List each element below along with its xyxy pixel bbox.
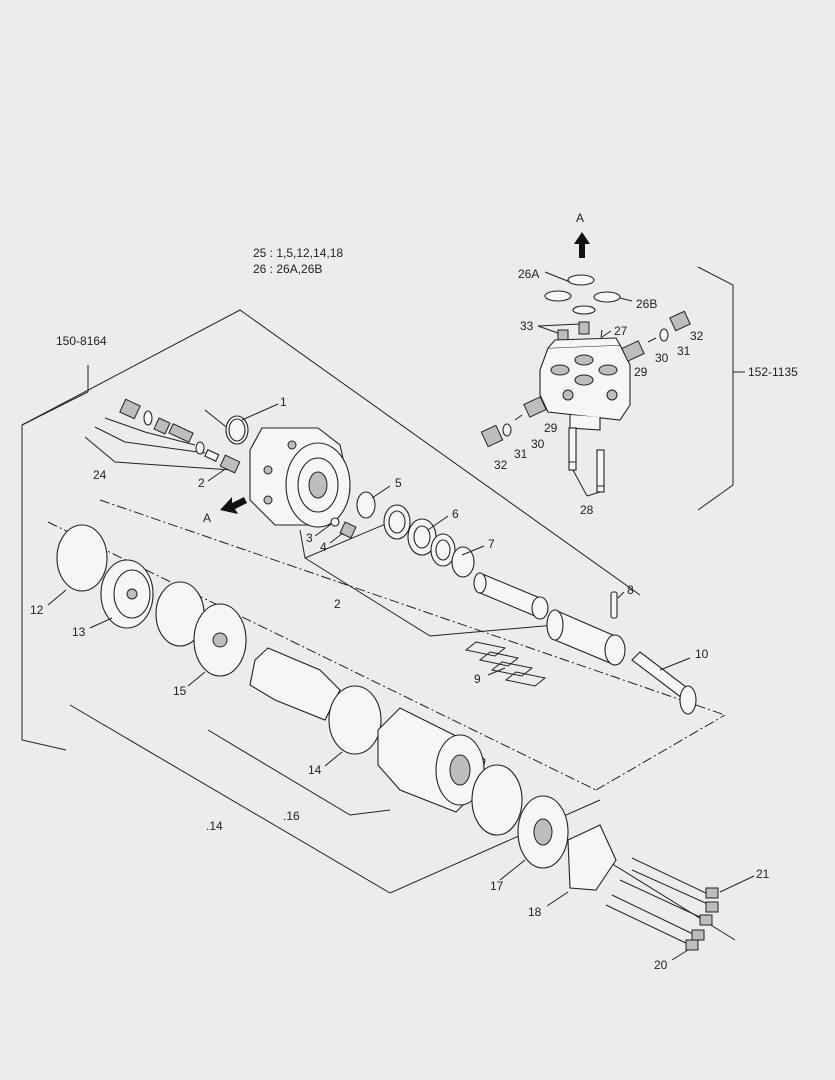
arrow-a-side-icon — [220, 497, 247, 514]
callout-14-lower: .14 — [206, 819, 223, 833]
callout-31-left: 31 — [514, 447, 528, 461]
assembly-label-main: 150-8164 — [56, 334, 107, 348]
callout-31-right: 31 — [677, 344, 691, 358]
cap-26b — [593, 291, 621, 303]
assembly-axis — [47, 499, 726, 791]
callout-30-right: 30 — [655, 351, 669, 365]
callout-6: 6 — [452, 507, 459, 521]
valve-block-assembly — [480, 232, 691, 493]
callout-14-upper: 14 — [308, 763, 322, 777]
callout-26b: 26B — [636, 297, 657, 311]
callout-24: 24 — [93, 468, 107, 482]
callout-18: 18 — [528, 905, 542, 919]
assembly-label-valve-block: 152-1135 — [748, 365, 798, 379]
callout-26a: 26A — [518, 267, 539, 281]
seal-12 — [56, 524, 108, 592]
callout-1: 1 — [280, 395, 287, 409]
arrow-a-top-label: A — [576, 211, 584, 225]
callout-4: 4 — [320, 540, 327, 554]
callout-3: 3 — [306, 531, 313, 545]
cap-26a — [567, 274, 595, 286]
callout-28: 28 — [580, 503, 594, 517]
callout-12: 12 — [30, 603, 44, 617]
housing-assembly — [119, 398, 697, 715]
legend-note-25: 25 : 1,5,12,14,18 — [253, 246, 344, 260]
callout-15: 15 — [173, 684, 187, 698]
callout-32-right: 32 — [690, 329, 704, 343]
valve-block-bracket — [697, 266, 745, 511]
callout-labels: 150-8164 152-1135 A A 1 2 2 3 4 5 6 7 8 … — [30, 211, 798, 972]
callout-17: 17 — [490, 879, 504, 893]
legend-note-26: 26 : 26A,26B — [253, 262, 323, 276]
callout-30-left: 30 — [531, 437, 545, 451]
callout-5: 5 — [395, 476, 402, 490]
arrow-a-top-icon — [574, 232, 590, 258]
arrow-a-side-label: A — [203, 511, 211, 525]
rotor-assembly — [56, 524, 617, 891]
callout-2-lower: 2 — [334, 597, 341, 611]
rotor-gear — [249, 647, 341, 721]
callout-29-left: 29 — [544, 421, 558, 435]
callout-29-right: 29 — [634, 365, 648, 379]
leader-lines — [69, 409, 736, 941]
callout-21: 21 — [756, 867, 770, 881]
callout-16: .16 — [283, 809, 300, 823]
plate-18 — [567, 824, 617, 891]
callout-32-left: 32 — [494, 458, 508, 472]
callout-27: 27 — [614, 324, 628, 338]
callout-2-upper: 2 — [198, 476, 205, 490]
callout-20: 20 — [654, 958, 668, 972]
callout-9: 9 — [474, 672, 481, 686]
bolts — [605, 857, 719, 951]
callout-13: 13 — [72, 625, 86, 639]
callout-7: 7 — [488, 537, 495, 551]
callout-8: 8 — [627, 583, 634, 597]
callout-33: 33 — [520, 319, 534, 333]
callout-leaders — [47, 271, 755, 961]
main-assembly-bracket — [21, 309, 641, 751]
callout-10: 10 — [695, 647, 709, 661]
